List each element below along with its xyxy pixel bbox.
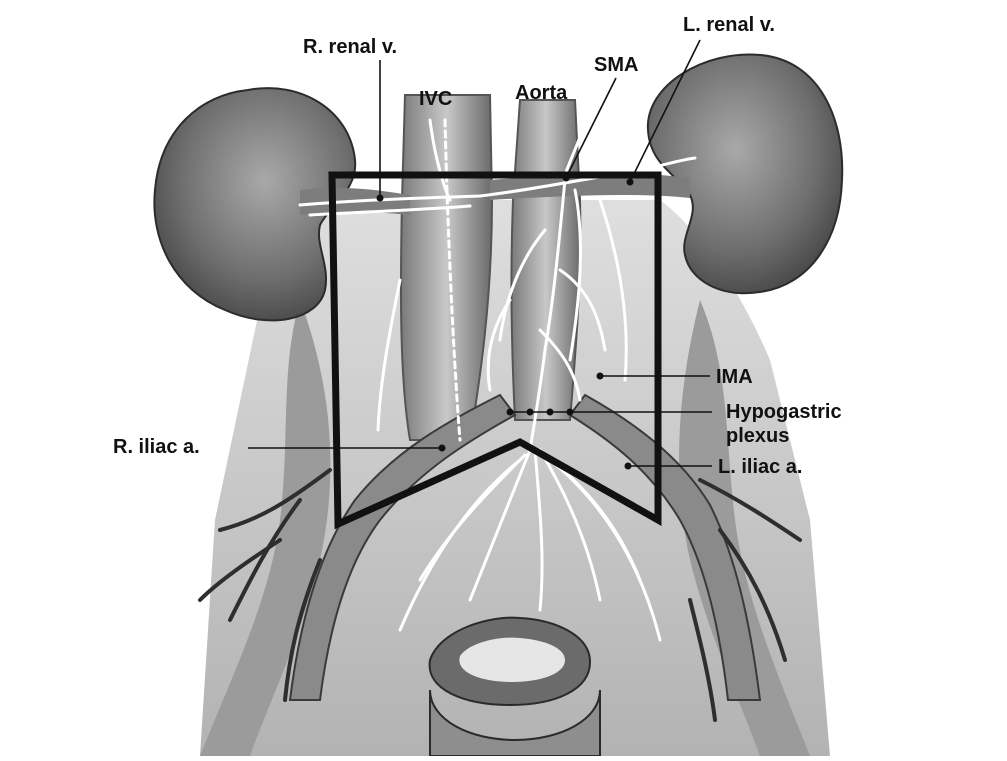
label-ivc: IVC [419,88,453,110]
right-kidney [153,87,357,322]
leader-lines [248,39,712,467]
psoas-right [200,300,331,756]
label-l-iliac-a: L. iliac a. [718,456,803,478]
label-hypogastric-plexus: Hypogastric plexus [726,401,842,447]
dissection-frame [328,171,662,530]
label-l-renal-v: L. renal v. [683,14,775,36]
psoas-left [679,300,810,756]
left-kidney [646,53,844,295]
lateral-branches [198,468,802,722]
label-sma: SMA [594,54,639,76]
label-r-iliac-a: R. iliac a. [113,436,200,458]
nerve-plexus [298,108,697,642]
right-iliac-artery [288,393,517,701]
rectum-lumen [459,637,565,682]
leader-dots [376,174,634,470]
colon-lower [429,689,601,757]
label-aorta: Aorta [515,82,568,104]
retroperitoneum [200,200,830,756]
left-renal-vein [490,173,690,200]
label-r-renal-v: R. renal v. [303,36,398,58]
label-ima: IMA [716,366,753,388]
